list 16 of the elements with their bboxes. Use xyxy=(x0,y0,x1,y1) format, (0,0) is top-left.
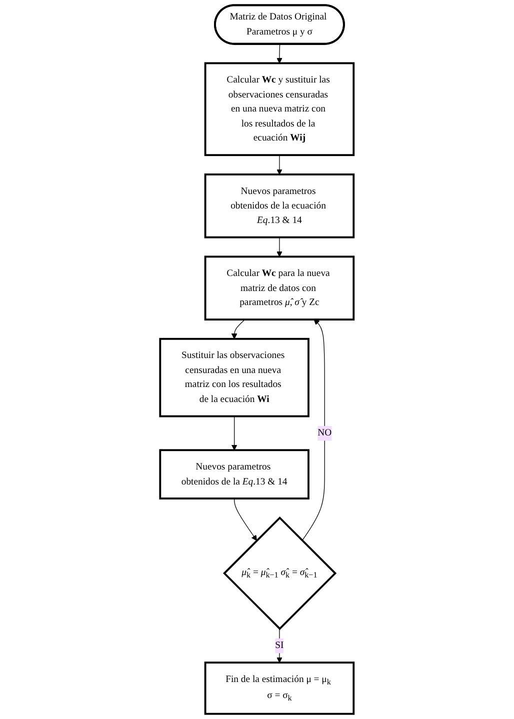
arrow xyxy=(232,416,238,450)
node-box: Sustituir las observaciones censuradas en una nueva matriz con los resultados de la ecuación Wi xyxy=(159,338,310,418)
arrow xyxy=(302,319,326,541)
edge-label: NO xyxy=(318,428,332,438)
node-box: Nuevos parametros obtenidos de la ecuación Eq.13 & 14 xyxy=(204,173,355,238)
arrow xyxy=(276,154,282,175)
arrow xyxy=(234,498,258,541)
node-diamond: μ̂$_{k}$ = μ̂$_{k−1}$ σ̂$_{k}$ = σ̂$_{k−1}$ xyxy=(223,516,337,630)
arrow xyxy=(276,237,282,257)
edge-label: SI xyxy=(275,640,284,651)
node-box: Fin de la estimación μ = μ$_{k}$ σ = σ$_{k}$ xyxy=(204,662,355,715)
node-box: Calcular Wc para la nueva matriz de datos con parametros μ̂, σ̂ y Zc xyxy=(204,256,355,320)
node-box: Calcular Wc y sustituir las observaciones censuradas en una nueva matriz con los resultados de la ecuación Wij xyxy=(204,62,355,156)
node-box: Nuevos parametros obtenidos de la Eq.13 & 14 xyxy=(159,449,310,500)
arrow xyxy=(232,319,246,340)
arrow xyxy=(276,44,282,64)
